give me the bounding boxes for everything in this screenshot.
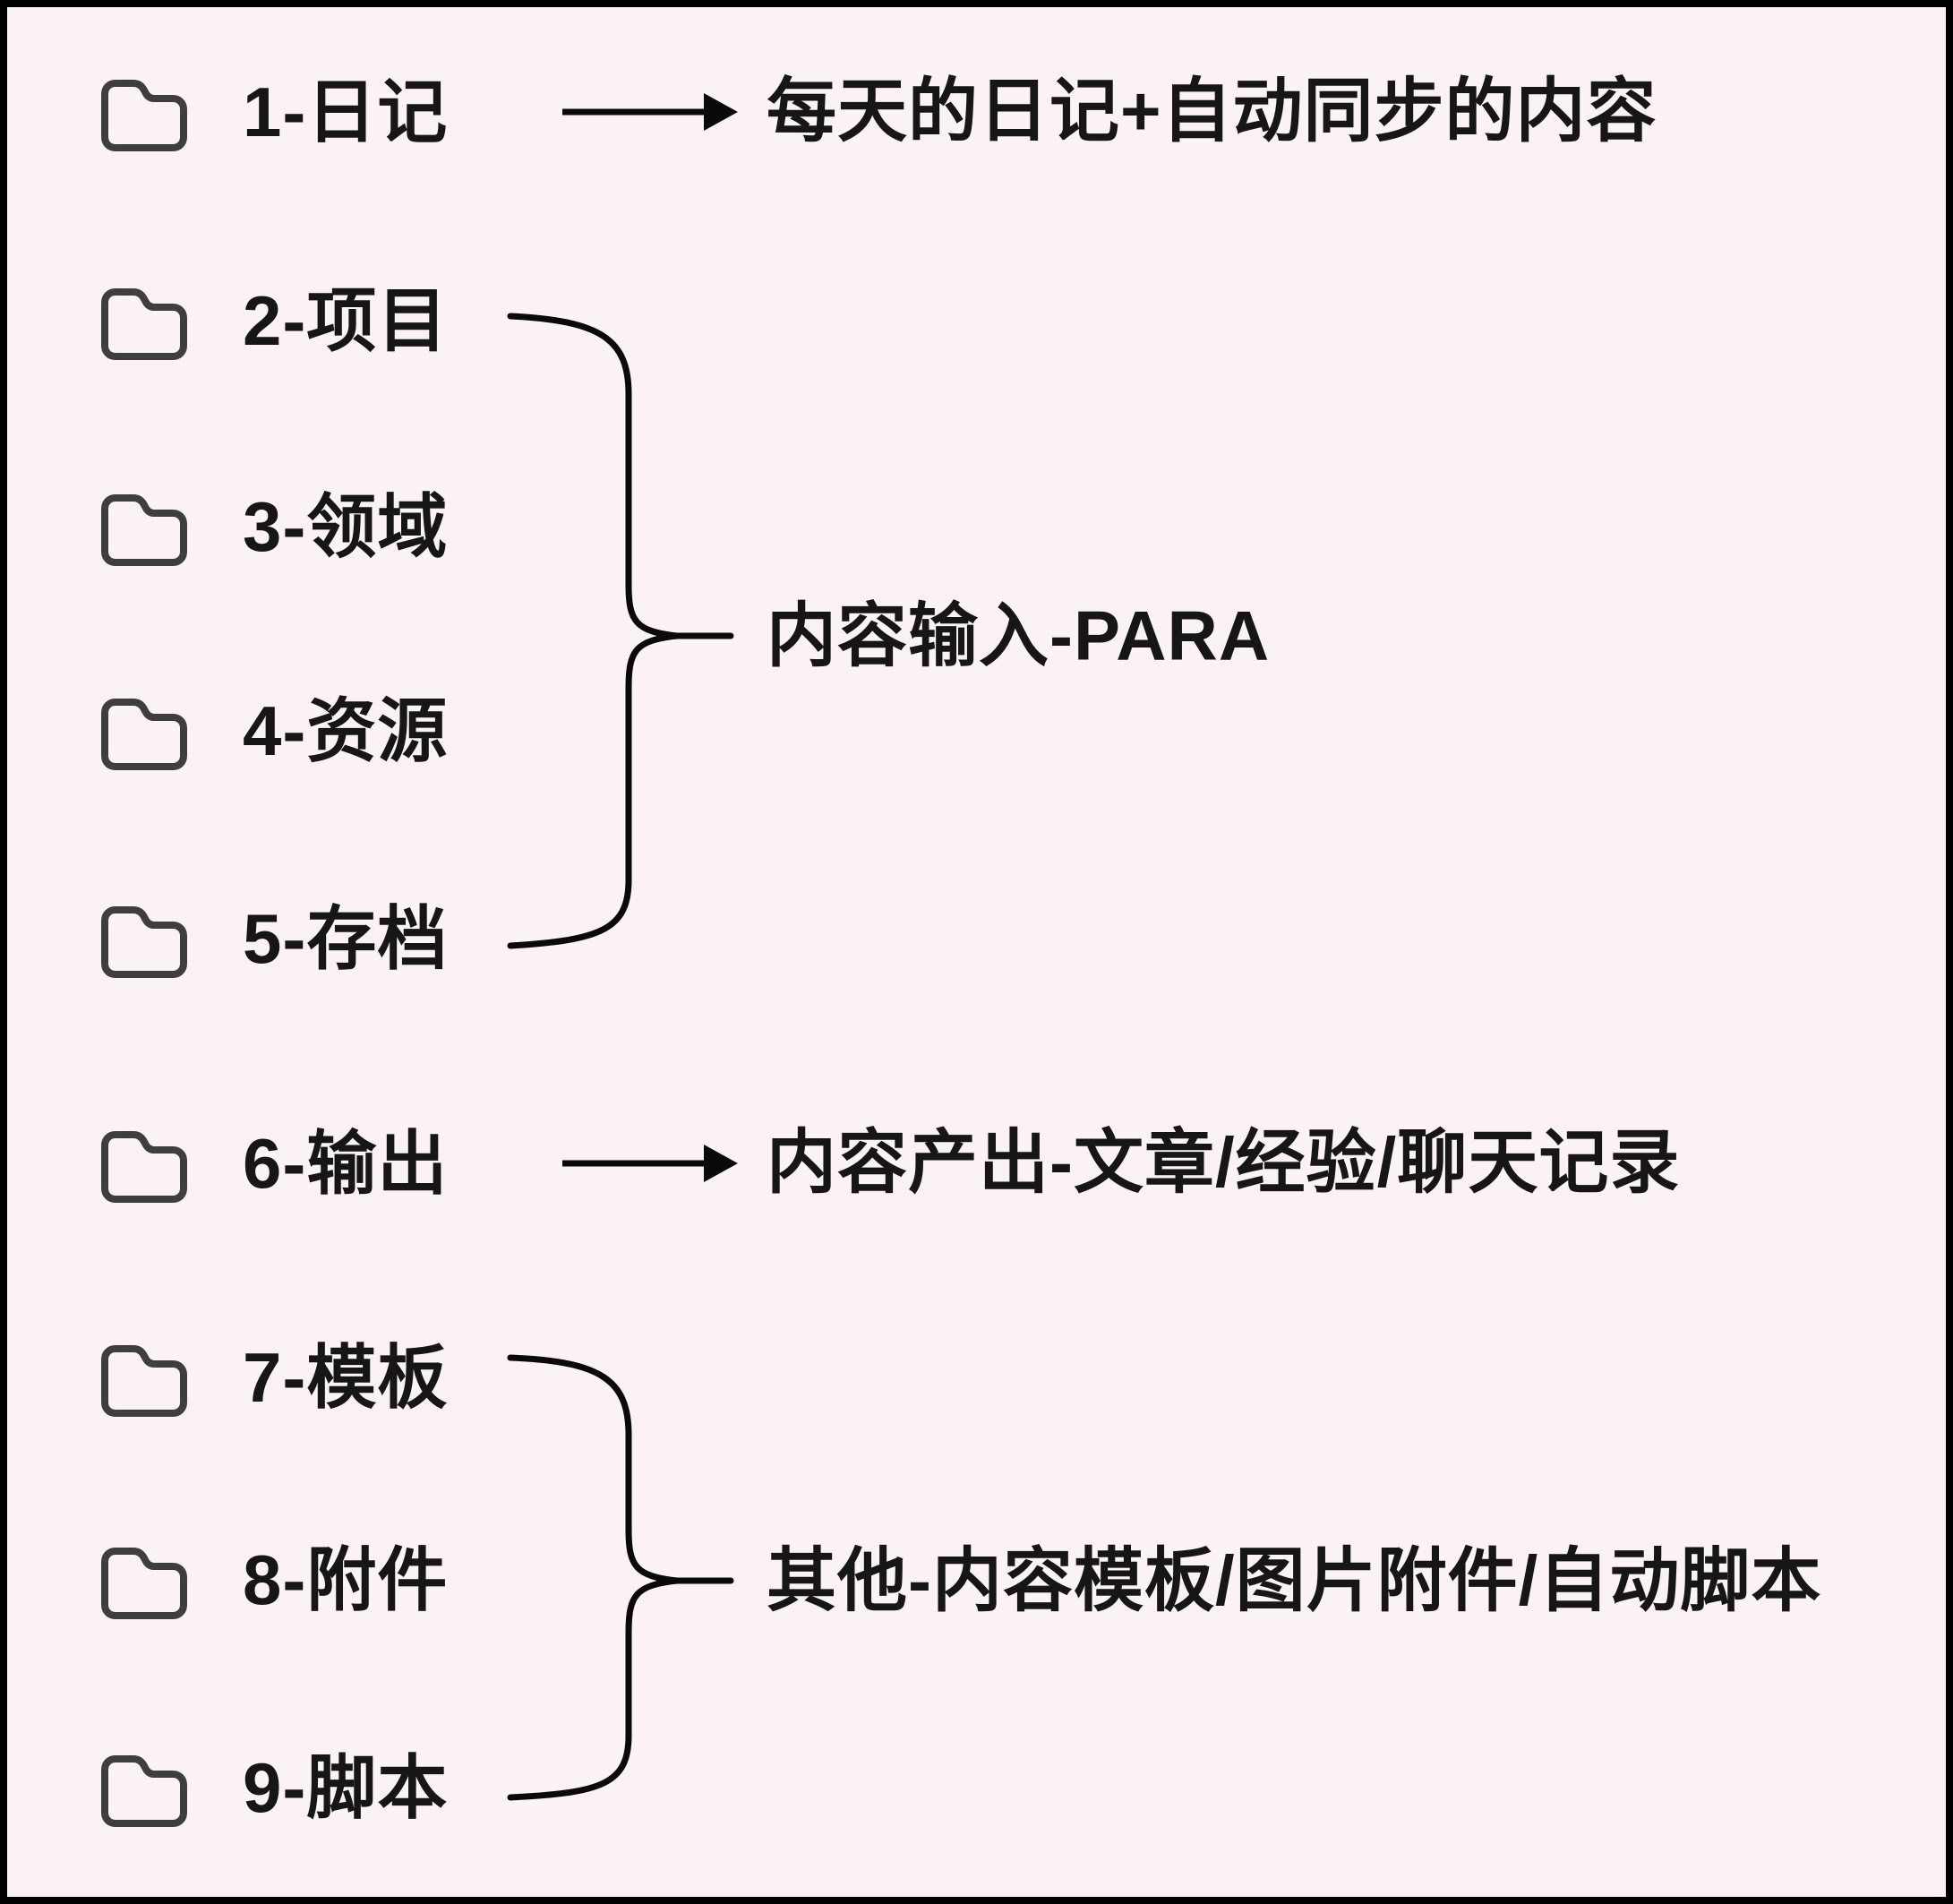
folder-label: 2-项目 — [243, 281, 449, 360]
folder-label: 5-存档 — [243, 899, 449, 978]
brace-other — [507, 1354, 734, 1801]
folder-item-1: 1-日记 — [7, 58, 448, 166]
folder-icon — [101, 288, 187, 360]
folder-label: 9-脚本 — [243, 1748, 449, 1827]
folder-item-3: 3-领域 — [7, 473, 448, 580]
folder-item-2: 2-项目 — [7, 267, 448, 374]
folder-icon — [101, 1755, 187, 1827]
folder-icon — [101, 1345, 187, 1417]
folder-item-7: 7-模板 — [7, 1324, 448, 1431]
arrow-6 — [562, 1145, 738, 1182]
folder-icon — [101, 1548, 187, 1619]
arrow-1 — [562, 93, 738, 131]
annotation-diary: 每天的日记+自动同步的内容 — [767, 71, 1657, 150]
folder-item-4: 4-资源 — [7, 677, 448, 785]
folder-label: 8-附件 — [243, 1540, 449, 1619]
folder-icon — [101, 906, 187, 978]
folder-label: 3-领域 — [243, 487, 449, 566]
folder-item-5: 5-存档 — [7, 885, 448, 992]
folder-label: 6-输出 — [243, 1124, 449, 1203]
annotation-output: 内容产出-文章/经验/聊天记录 — [767, 1122, 1681, 1202]
folder-icon — [101, 699, 187, 770]
folder-icon — [101, 80, 187, 151]
brace-para — [507, 313, 734, 949]
folder-icon — [101, 1131, 187, 1203]
annotation-para: 内容输入-PARA — [767, 596, 1271, 675]
folder-item-9: 9-脚本 — [7, 1734, 448, 1841]
annotation-other: 其他-内容模板/图片附件/自动脚本 — [767, 1540, 1822, 1620]
folder-label: 4-资源 — [243, 691, 449, 770]
folder-item-6: 6-输出 — [7, 1110, 448, 1217]
folder-item-8: 8-附件 — [7, 1526, 448, 1634]
folder-label: 7-模板 — [243, 1338, 449, 1417]
folder-icon — [101, 494, 187, 566]
folder-label: 1-日记 — [243, 73, 449, 151]
